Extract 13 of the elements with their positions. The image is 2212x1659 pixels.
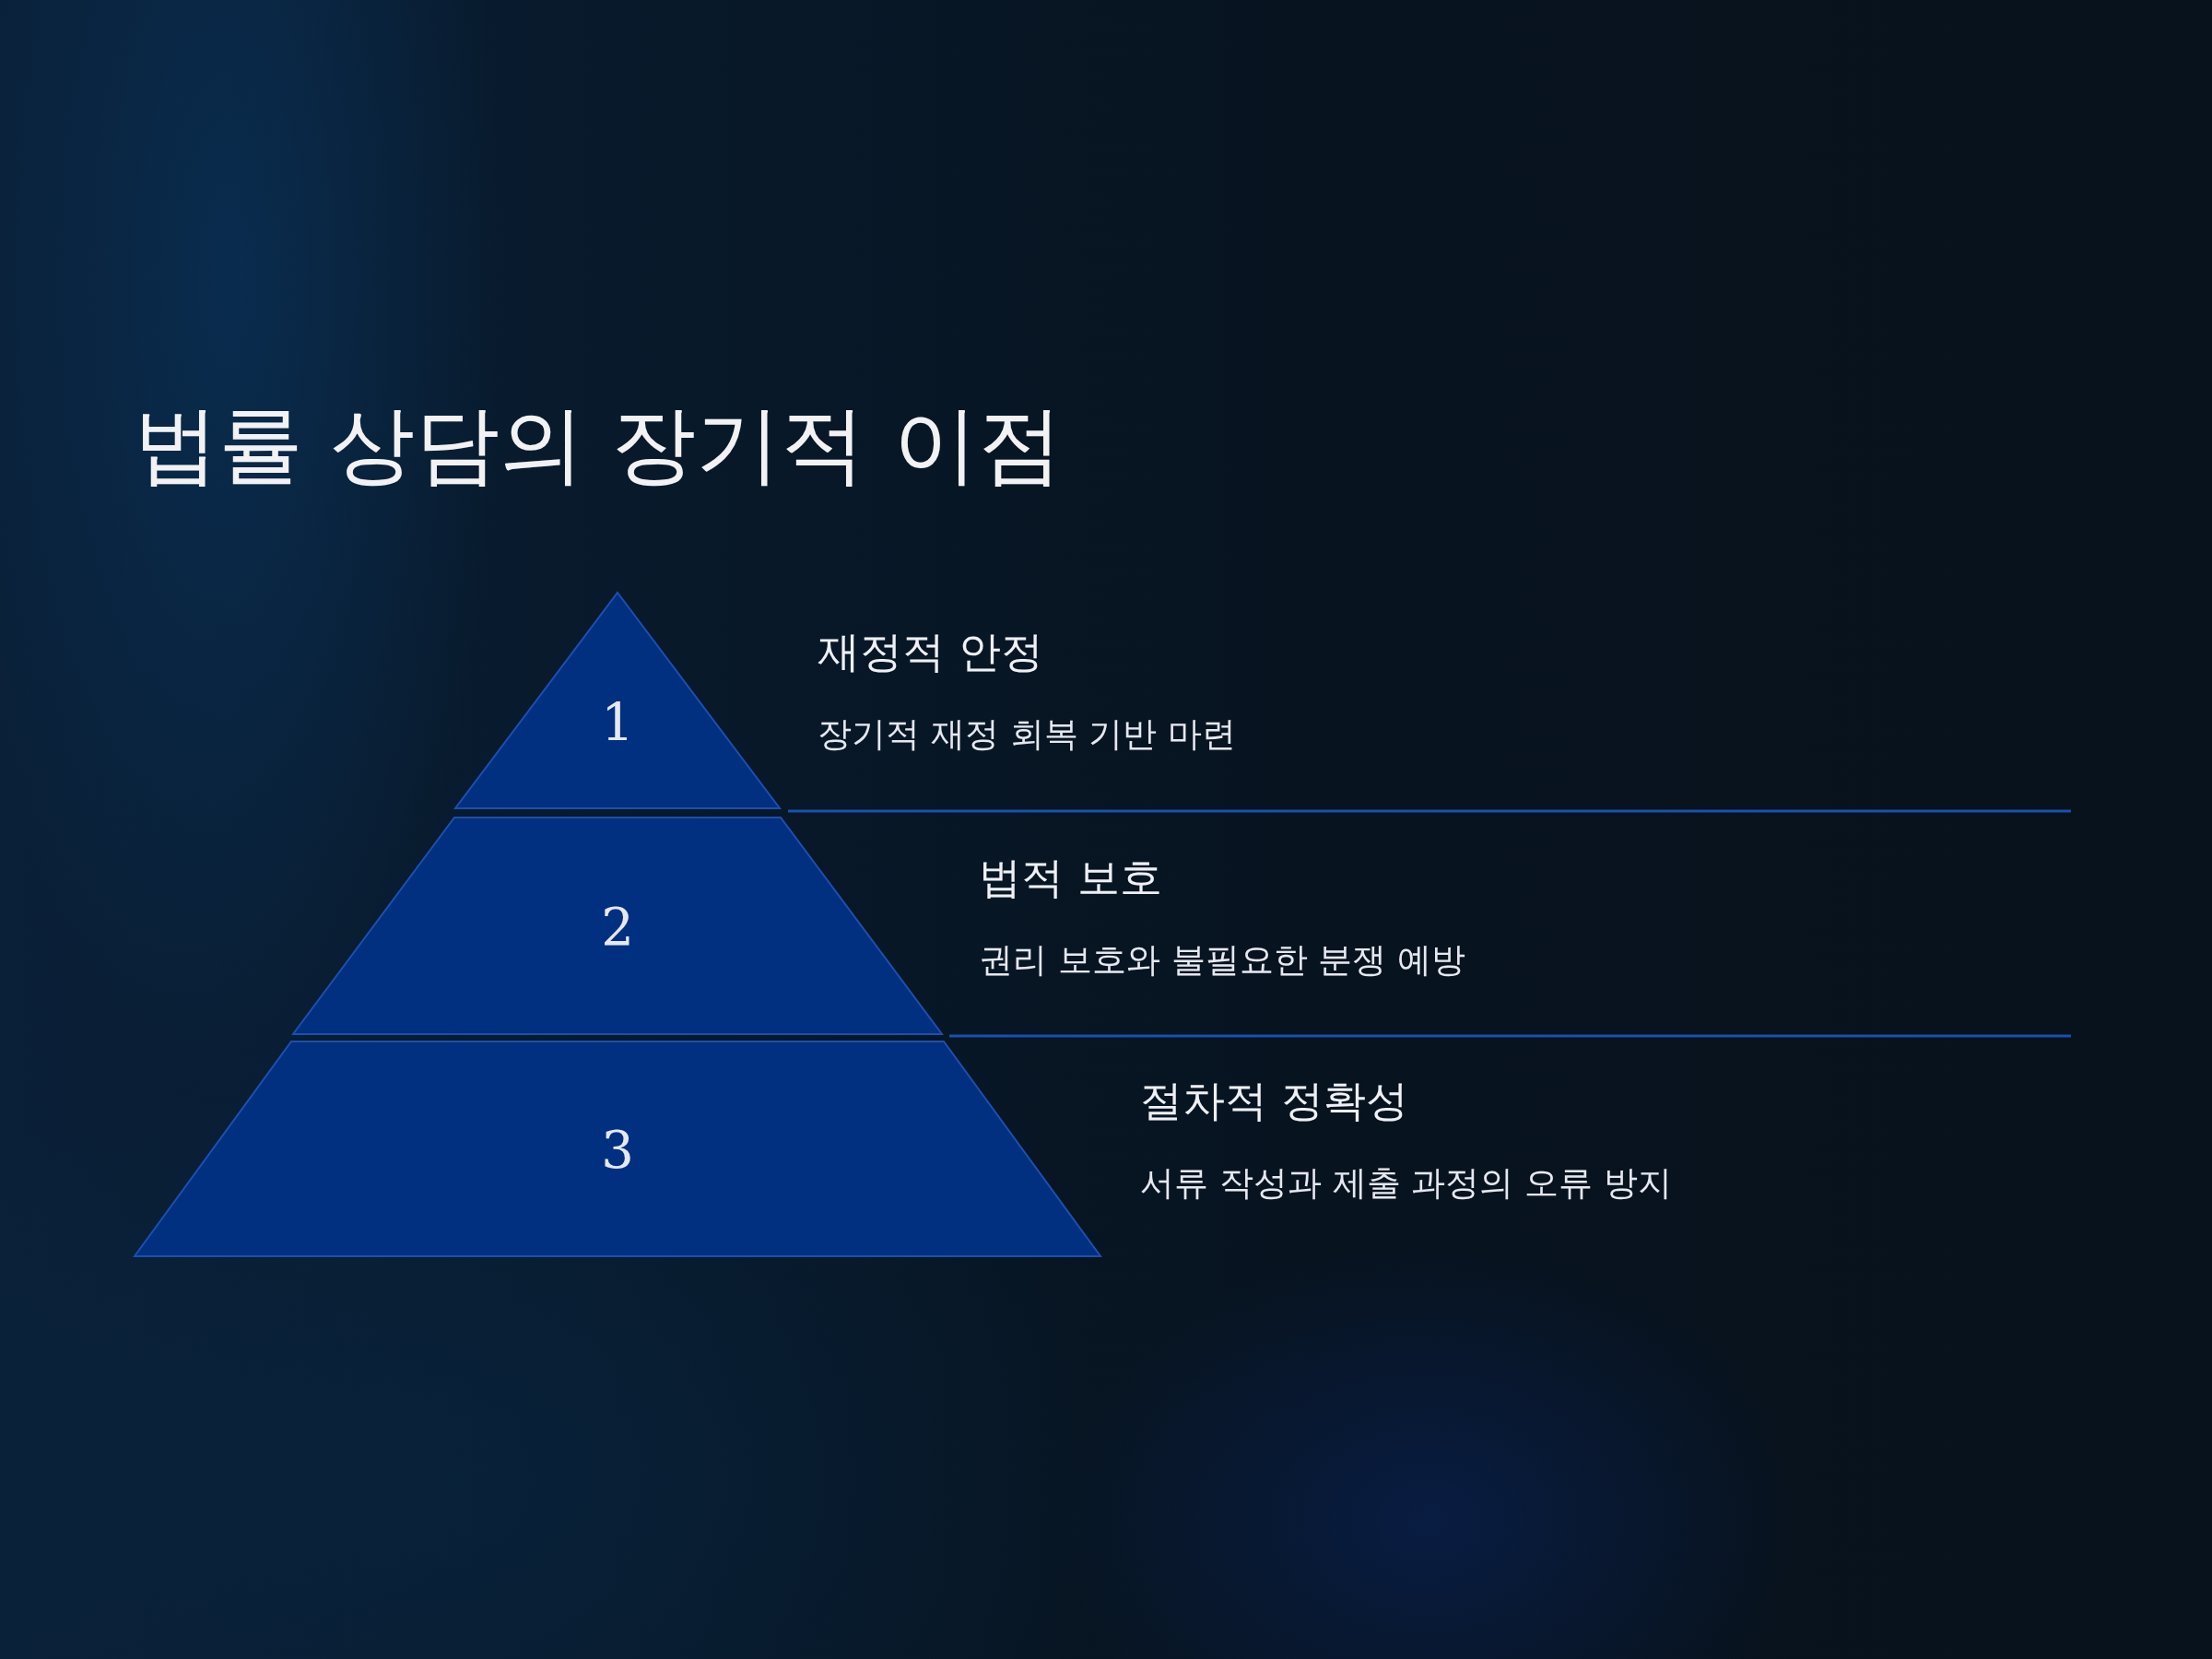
tier-number: 1: [601, 691, 634, 752]
pyramid-tier: [293, 818, 942, 1034]
tier-description: 서류 작성과 제출 과정의 오류 방지: [1140, 1163, 1672, 1205]
pyramid-tier: [135, 1041, 1100, 1256]
tier-heading: 법적 보호: [979, 853, 1162, 904]
title: 법률 상담의 장기적 이점: [134, 398, 1063, 492]
tier-number: 2: [601, 896, 634, 956]
tier-heading: 재정적 안정: [818, 627, 1043, 678]
tier-heading: 절차적 정확성: [1140, 1076, 1408, 1127]
pyramid-apex: [455, 593, 780, 808]
tier-description: 권리 보호와 불필요한 분쟁 예방: [979, 940, 1466, 982]
tier-number: 3: [601, 1119, 634, 1179]
tier-description: 장기적 재정 회복 기반 마련: [818, 714, 1237, 756]
